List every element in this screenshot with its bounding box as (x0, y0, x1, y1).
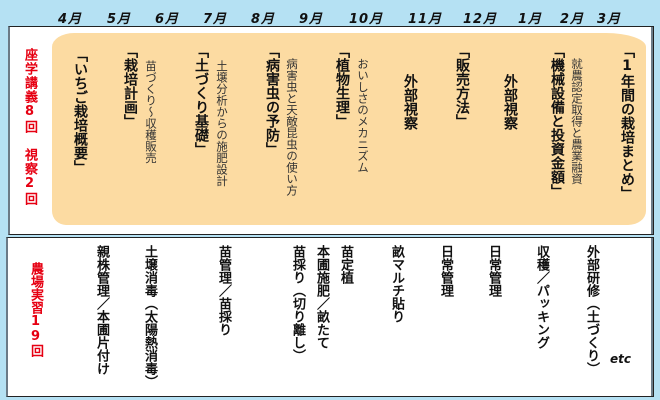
farm-item-daily-management-2: 日常管理 (486, 245, 501, 297)
farm-item-mother-plant: 親株管理／本圃片付け (94, 245, 109, 375)
farm-practice-panel (6, 237, 654, 397)
lecture-item-pest-prevention: 「病害虫の予防」 (264, 44, 280, 156)
lecture-subtitle-equipment-investment: 就農認定取得と農業融資 (570, 58, 584, 185)
lecture-item-sales-methods: 「販売方法」 (454, 44, 470, 128)
month-nov: 11月 (408, 12, 443, 27)
lecture-item-strawberry-overview: 「いちご栽培概要」 (72, 48, 88, 174)
month-jun: 6月 (155, 12, 180, 27)
month-jan: 1月 (518, 12, 543, 27)
month-dec: 12月 (463, 12, 498, 27)
farm-item-fertilizing-ridging: 本圃施肥／畝たて (314, 245, 329, 349)
farm-section-label: 農場実習19回 (28, 262, 43, 357)
lecture-subtitle-plant-physiology: おいしさのメカニズム (356, 58, 370, 173)
lecture-highlight-box (52, 33, 646, 225)
month-sep: 9月 (299, 12, 324, 27)
month-apr: 4月 (58, 12, 83, 27)
month-feb: 2月 (560, 12, 585, 27)
farm-item-seedling-cutting: 苗採り（切り離し） (290, 245, 305, 362)
lecture-subtitle-cultivation-plan: 苗づくり～収穫販売 (144, 60, 158, 164)
lecture-subtitle-soil-basics: 土壌分析からの施肥設計 (215, 60, 229, 187)
lecture-item-equipment-investment: 「機械設備と投資金額」 (549, 44, 565, 198)
lecture-item-annual-summary: 「1年間の栽培まとめ」 (619, 44, 635, 200)
lecture-item-soil-basics: 「土づくり基礎」 (193, 44, 209, 156)
month-mar: 3月 (597, 12, 622, 27)
farm-item-planting: 苗定植 (338, 245, 353, 284)
farm-item-external-training: 外部研修（土づくり） (584, 245, 599, 375)
month-jul: 7月 (203, 12, 228, 27)
month-may: 5月 (107, 12, 132, 27)
farm-item-mulching: 畝マルチ貼り (389, 245, 404, 323)
month-aug: 8月 (251, 12, 276, 27)
lecture-item-site-visit-2: 外部視察 (502, 74, 518, 130)
farm-item-soil-disinfection: 土壌消毒（太陽熱消毒） (142, 245, 157, 388)
farm-item-daily-management-1: 日常管理 (438, 245, 453, 297)
lecture-item-plant-physiology: 「植物生理」 (334, 44, 350, 128)
lecture-item-site-visit-1: 外部視察 (402, 74, 418, 130)
lecture-section-label: 座学講義8回 視察2回 (22, 48, 37, 206)
month-oct: 10月 (349, 12, 384, 27)
farm-item-harvest-packing: 収穫／パッキング (534, 245, 549, 349)
lecture-subtitle-pest-prevention: 病害虫と天敵昆虫の使い方 (285, 58, 299, 196)
lecture-item-cultivation-plan: 「栽培計画」 (122, 44, 138, 128)
farm-etc-label: etc (610, 352, 631, 366)
farm-item-seedling-management: 苗管理／苗採り (216, 245, 231, 336)
